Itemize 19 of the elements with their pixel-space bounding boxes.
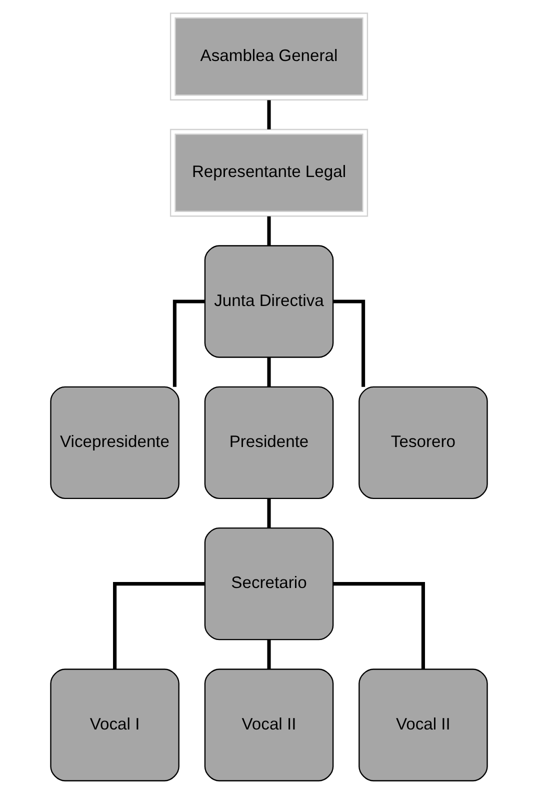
connector (267, 357, 271, 387)
node-box: Presidente (204, 386, 334, 500)
node-box: Vicepresidente (50, 386, 180, 500)
node-box: Vocal II (204, 668, 334, 782)
node-box: Vocal I (50, 668, 180, 782)
connector (333, 300, 366, 387)
node-box: Vocal II (358, 668, 488, 782)
connector (333, 582, 425, 670)
node-box: Tesorero (358, 386, 488, 500)
connector (267, 216, 271, 246)
connector (267, 640, 271, 670)
node-box: Asamblea General (170, 12, 368, 100)
connector (172, 300, 205, 387)
connector (267, 100, 271, 130)
connector (267, 498, 271, 528)
node-box: Junta Directiva (204, 245, 334, 358)
node-box: Secretario (204, 527, 334, 640)
connector (113, 582, 205, 670)
node-box: Representante Legal (170, 128, 368, 217)
